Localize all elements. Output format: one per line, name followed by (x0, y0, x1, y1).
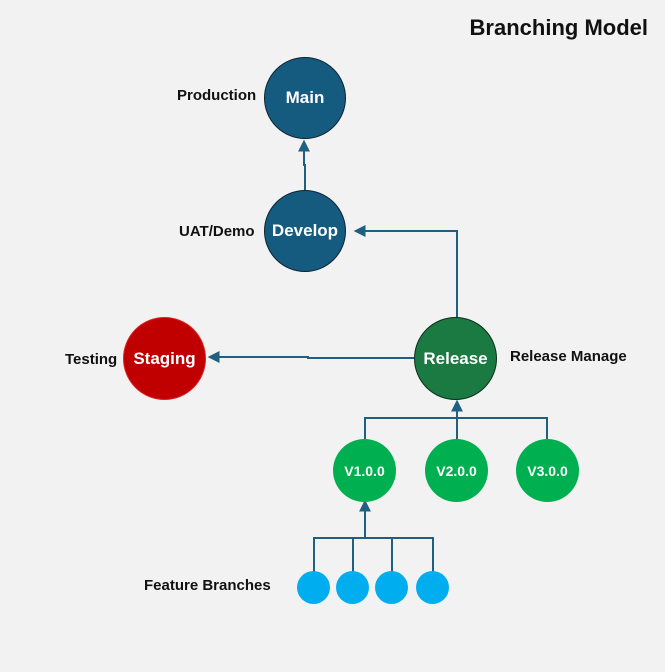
release-node: Release (414, 317, 497, 400)
release-manage-label: Release Manage (510, 348, 627, 365)
edge-v3-bracket (457, 417, 548, 440)
version-v3-node: V3.0.0 (516, 439, 579, 502)
uat-demo-label: UAT/Demo (179, 223, 255, 240)
feature-branch-node (416, 571, 449, 604)
production-label: Production (177, 87, 257, 104)
edge-develop-to-main (298, 139, 310, 190)
develop-node: Develop (264, 190, 346, 272)
edge-features-bracket (313, 537, 434, 574)
feature-branches-label: Feature Branches (144, 577, 271, 594)
version-v2-node: V2.0.0 (425, 439, 488, 502)
feature-branch-node (375, 571, 408, 604)
edge-release-to-develop (353, 225, 458, 318)
feature-branch-node (336, 571, 369, 604)
version-v1-node: V1.0.0 (333, 439, 396, 502)
staging-node: Staging (123, 317, 206, 400)
testing-label: Testing (65, 351, 118, 368)
diagram-title: Branching Model (469, 15, 648, 40)
feature-branch-node (297, 571, 330, 604)
main-node: Main (264, 57, 346, 139)
edge-v1-bracket (364, 417, 457, 440)
edge-release-to-staging (207, 351, 414, 363)
